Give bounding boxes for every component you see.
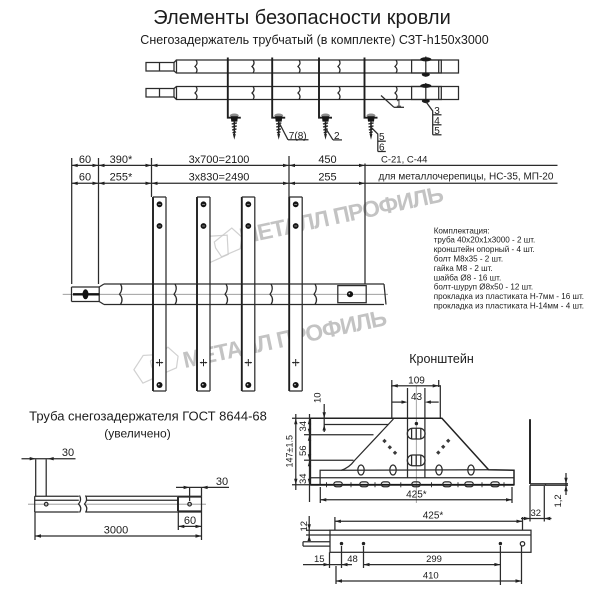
svg-text:2: 2	[334, 131, 340, 142]
svg-text:6: 6	[379, 143, 385, 154]
svg-text:3000: 3000	[104, 525, 128, 537]
svg-text:60: 60	[79, 172, 91, 184]
svg-text:30: 30	[216, 476, 228, 488]
svg-text:255: 255	[318, 172, 336, 184]
svg-text:30: 30	[62, 447, 74, 459]
svg-text:Снегозадержатель трубчатый (в: Снегозадержатель трубчатый (в комплекте)…	[140, 33, 488, 47]
svg-text:255*: 255*	[110, 172, 133, 184]
svg-text:1: 1	[396, 98, 402, 109]
svg-text:34: 34	[298, 473, 309, 484]
svg-text:7(8): 7(8)	[289, 131, 307, 142]
svg-text:450: 450	[318, 154, 336, 166]
svg-text:15: 15	[314, 554, 325, 565]
svg-text:3х700=2100: 3х700=2100	[189, 154, 250, 166]
svg-text:3: 3	[434, 106, 440, 117]
svg-text:147±1.5: 147±1.5	[285, 435, 295, 467]
svg-text:299: 299	[426, 554, 442, 565]
svg-text:34: 34	[298, 421, 309, 432]
svg-text:32: 32	[531, 508, 542, 519]
svg-text:1,2: 1,2	[553, 494, 564, 507]
svg-text:109: 109	[408, 375, 425, 386]
svg-text:43: 43	[411, 392, 423, 403]
svg-text:10: 10	[313, 392, 324, 403]
svg-text:болт-шуруп Ø8х50 - 12 шт.: болт-шуруп Ø8х50 - 12 шт.	[434, 283, 533, 292]
svg-text:(увеличено): (увеличено)	[104, 427, 170, 441]
svg-text:С-21, С-44: С-21, С-44	[381, 154, 427, 165]
svg-text:Элементы безопасности кровли: Элементы безопасности кровли	[153, 7, 451, 29]
svg-text:5: 5	[434, 126, 440, 137]
svg-text:425*: 425*	[423, 510, 444, 521]
svg-text:390*: 390*	[110, 154, 133, 166]
svg-text:прокладка из пластиката Н-14мм: прокладка из пластиката Н-14мм - 4 шт.	[434, 302, 584, 311]
svg-text:56: 56	[298, 445, 309, 456]
svg-text:труба 40х20х1х3000 - 2 шт.: труба 40х20х1х3000 - 2 шт.	[434, 236, 536, 245]
svg-text:3х830=2490: 3х830=2490	[189, 172, 250, 184]
svg-text:кронштейн опорный - 4 шт.: кронштейн опорный - 4 шт.	[434, 245, 535, 254]
svg-text:60: 60	[184, 515, 196, 527]
svg-text:5: 5	[379, 132, 385, 143]
svg-text:болт М8х35 - 2 шт.: болт М8х35 - 2 шт.	[434, 255, 503, 264]
svg-text:шайба Ø8 - 16 шт.: шайба Ø8 - 16 шт.	[434, 273, 502, 282]
svg-text:410: 410	[423, 571, 439, 582]
svg-text:48: 48	[347, 554, 358, 565]
svg-text:60: 60	[79, 154, 91, 166]
svg-text:гайка М8 - 2 шт.: гайка М8 - 2 шт.	[434, 264, 493, 273]
svg-text:Кронштейн: Кронштейн	[409, 352, 474, 366]
svg-text:12: 12	[299, 521, 310, 532]
svg-text:прокладка из пластиката Н-7мм: прокладка из пластиката Н-7мм - 16 шт.	[434, 292, 584, 301]
svg-text:425*: 425*	[406, 489, 427, 500]
svg-text:Комплектация:: Комплектация:	[434, 226, 490, 235]
svg-text:для металлочерепицы, НС-35, МП: для металлочерепицы, НС-35, МП-20	[379, 171, 554, 182]
svg-text:Труба снегозадержателя ГОСТ 86: Труба снегозадержателя ГОСТ 8644-68	[29, 409, 267, 424]
svg-text:4: 4	[434, 116, 440, 127]
